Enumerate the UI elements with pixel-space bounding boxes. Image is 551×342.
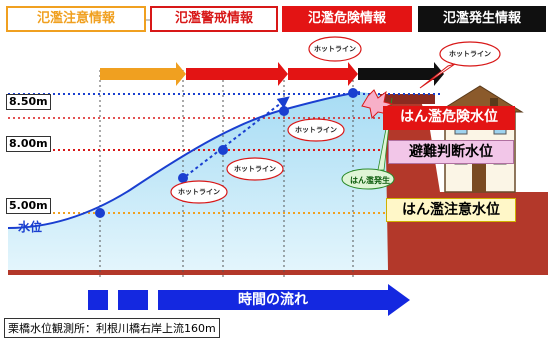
header-danger: 氾濫危険情報 — [282, 6, 412, 32]
ground-top — [380, 94, 435, 104]
hotline-bubble-5 — [170, 180, 228, 204]
hotline-label-3: ホットライン — [295, 126, 337, 134]
flood-occurred-bubble — [341, 168, 395, 190]
hotline-bubble-3 — [287, 118, 345, 142]
badge-danger-level: はん濫危険水位 — [383, 106, 515, 130]
header-occurrence: 氾濫発生情報 — [418, 6, 546, 32]
badge-evacuation-level: 避難判断水位 — [388, 140, 514, 164]
level-point-500 — [95, 208, 105, 218]
station-caption: 栗橋水位観測所：利根川橋右岸上流160m — [4, 318, 220, 338]
badge-caution-level: はん濫注意水位 — [386, 198, 516, 222]
stage-arrow-occurrence — [358, 68, 434, 80]
water-level-curve — [7, 91, 361, 229]
water-level-label: 水位 — [18, 220, 43, 234]
hotline-label-5: ホットライン — [178, 188, 220, 196]
time-arrow-body — [158, 290, 388, 310]
time-arrow-head — [388, 284, 410, 316]
flood-occurred-label: はん濫発生 — [350, 176, 390, 185]
level-point-danger — [279, 106, 289, 116]
time-block-1 — [88, 290, 108, 310]
stage-arrow-warning — [186, 68, 278, 80]
level-label-800: 8.00m — [6, 136, 51, 152]
hotline-bubble-2 — [439, 41, 501, 67]
hotline-bubble-4 — [226, 157, 284, 181]
header-caution: 氾濫注意情報 — [6, 6, 146, 32]
level-point-forecast — [178, 173, 188, 183]
level-label-500: 5.00m — [6, 198, 51, 214]
hotline-label-4: ホットライン — [234, 165, 276, 173]
time-block-2 — [118, 290, 148, 310]
header-warning: 氾濫警戒情報 — [150, 6, 278, 32]
hotline-label-1: ホットライン — [314, 45, 356, 53]
level-label-850: 8.50m — [6, 94, 51, 110]
level-point-800 — [218, 145, 228, 155]
hotline-label-2: ホットライン — [449, 50, 491, 58]
forecast-line — [185, 96, 290, 177]
time-flow-label: 時間の流れ — [238, 292, 308, 308]
stage-arrow-caution — [100, 68, 176, 80]
hotline-bubble-1 — [308, 36, 362, 62]
house-icon — [436, 85, 524, 193]
level-point-850 — [348, 88, 358, 98]
stage-arrow-danger — [288, 68, 348, 80]
time-markers — [99, 70, 354, 280]
